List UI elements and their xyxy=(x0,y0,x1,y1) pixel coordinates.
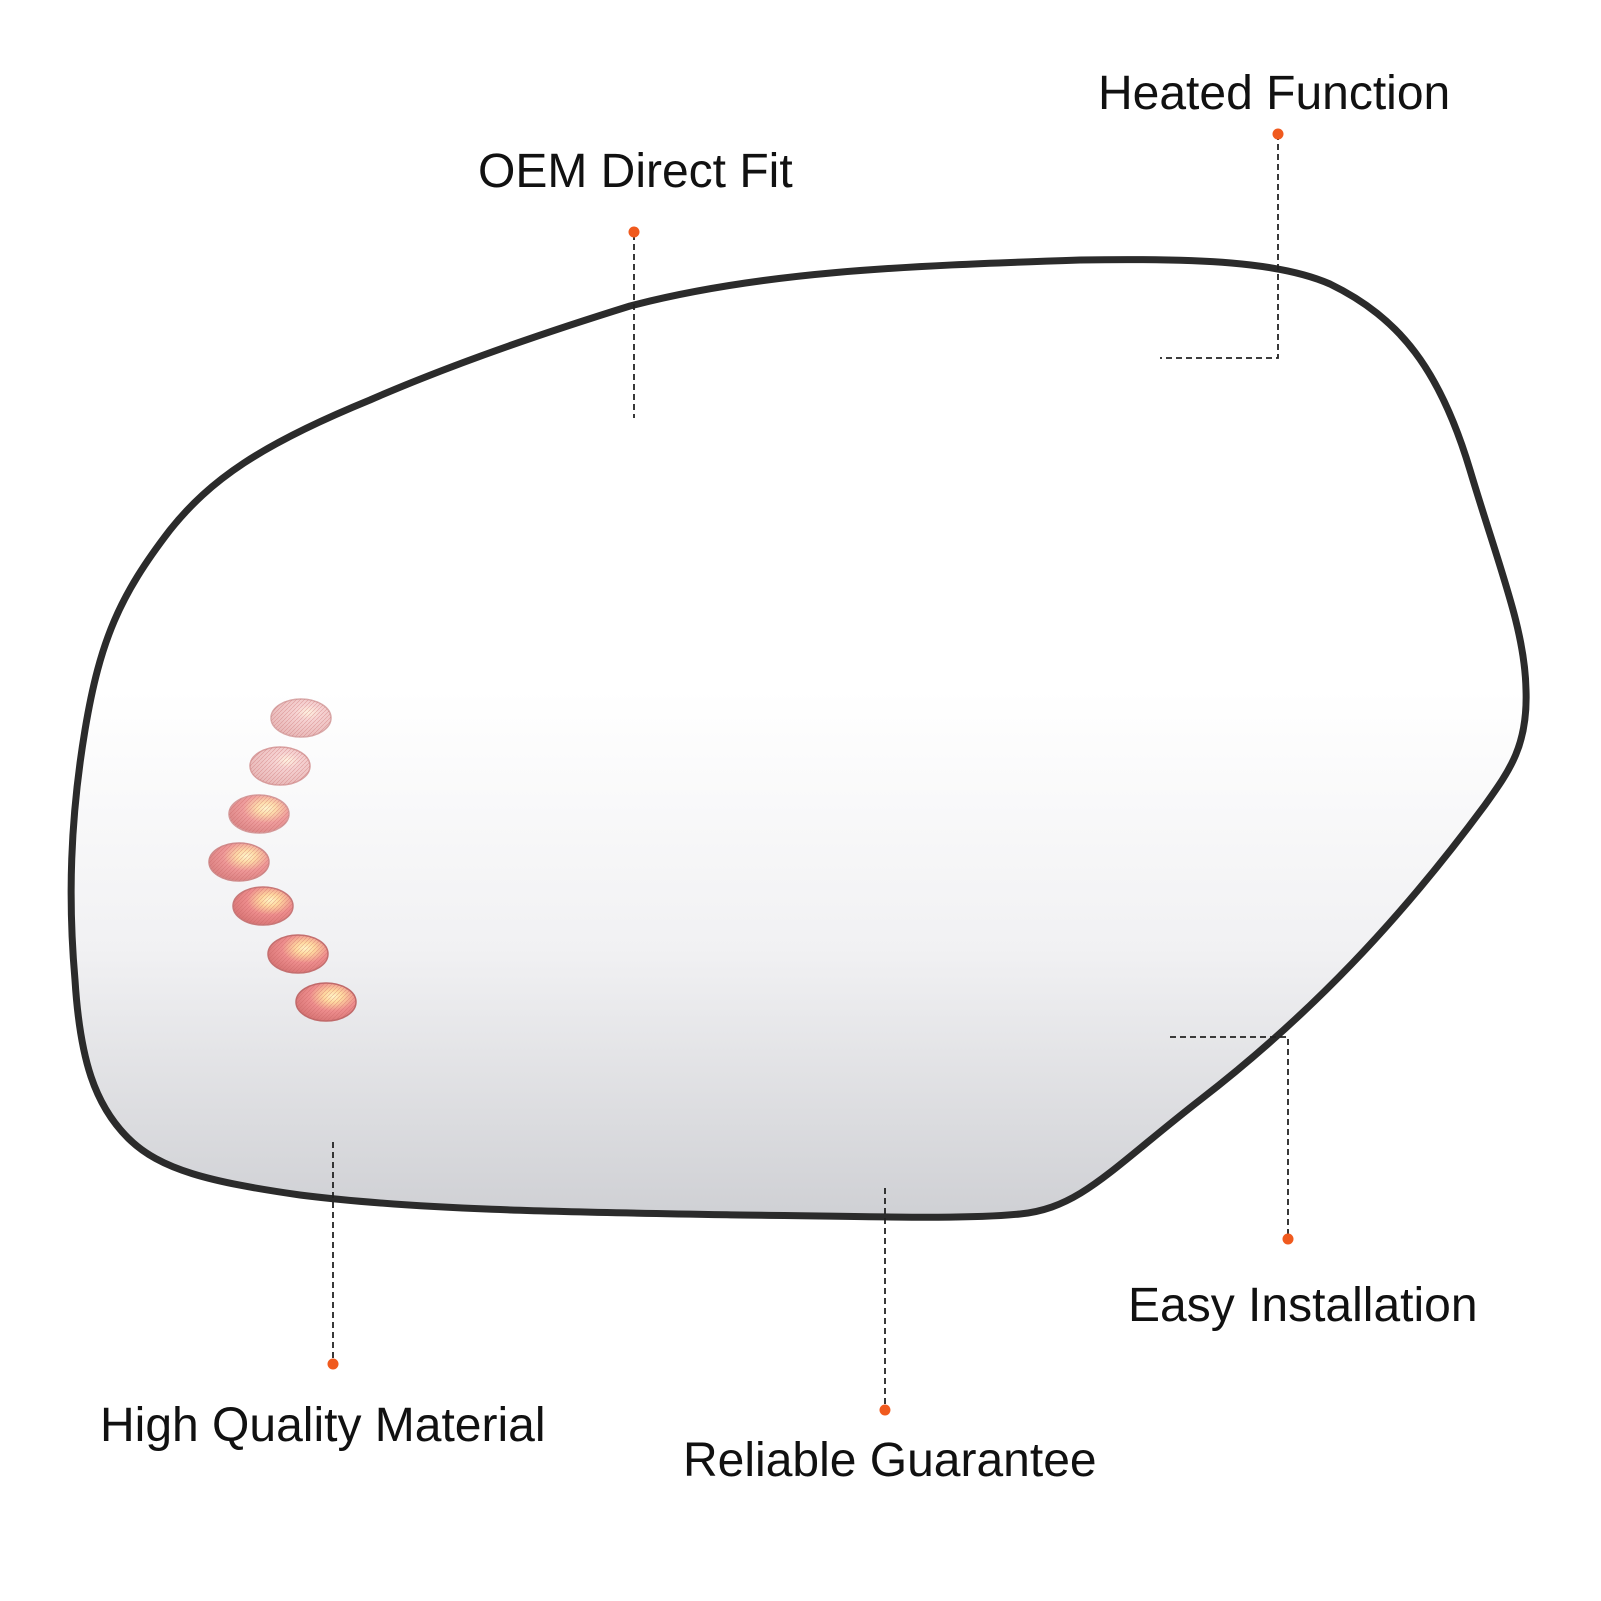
heated-function-marker xyxy=(1272,128,1284,140)
turn-signal-leds xyxy=(208,698,357,1022)
oem-direct-fit-marker xyxy=(628,226,640,238)
high-quality-material-label: High Quality Material xyxy=(100,1399,546,1452)
heated-function-label: Heated Function xyxy=(1098,67,1451,120)
turn-signal-led xyxy=(271,699,331,737)
reliable-guarantee-marker xyxy=(879,1404,891,1416)
turn-signal-led xyxy=(250,747,310,785)
turn-signal-led xyxy=(296,983,356,1021)
mirror-glass xyxy=(67,256,1530,1221)
high-quality-material-marker xyxy=(327,1358,339,1370)
easy-installation-label: Easy Installation xyxy=(1128,1279,1478,1332)
easy-installation-leader xyxy=(1170,1036,1289,1238)
heated-function-leader xyxy=(1160,134,1279,359)
turn-signal-led xyxy=(229,795,289,833)
turn-signal-led xyxy=(209,843,269,881)
oem-direct-fit-label: OEM Direct Fit xyxy=(478,145,793,198)
turn-signal-led xyxy=(233,887,293,925)
reliable-guarantee-label: Reliable Guarantee xyxy=(683,1434,1097,1487)
easy-installation-marker xyxy=(1282,1233,1294,1245)
turn-signal-led xyxy=(268,935,328,973)
